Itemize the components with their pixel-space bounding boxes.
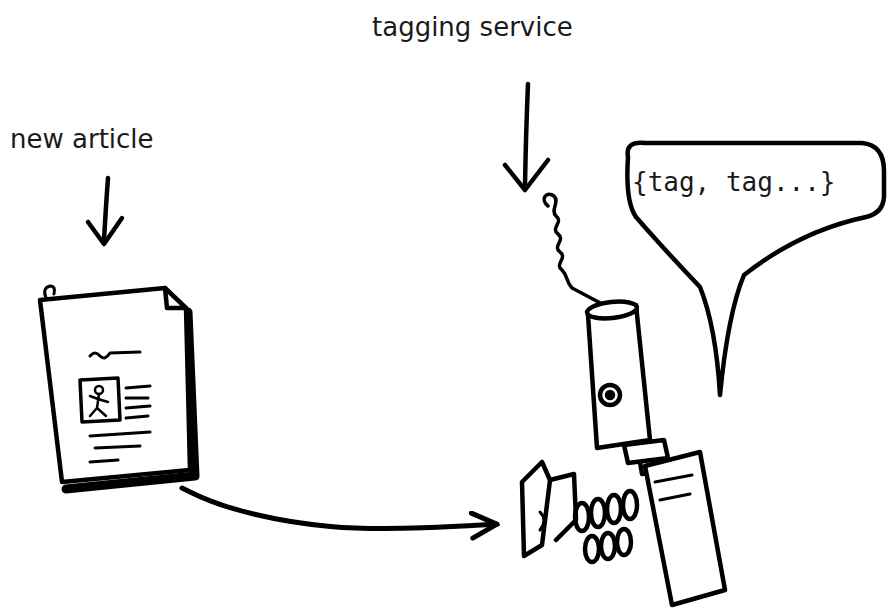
document-node: new article <box>30 282 190 487</box>
node-label: {tag, tag...} <box>632 167 836 198</box>
pointer-arrow <box>505 84 548 190</box>
flow-arrow <box>182 488 497 529</box>
bubble-outline-path <box>627 143 884 395</box>
document-icon <box>40 286 195 489</box>
node-label: tagging service <box>372 12 573 43</box>
pointer-arrow <box>88 178 122 244</box>
speech-bubble: {tag, tag...} <box>620 135 888 400</box>
node-label: new article <box>10 124 154 155</box>
